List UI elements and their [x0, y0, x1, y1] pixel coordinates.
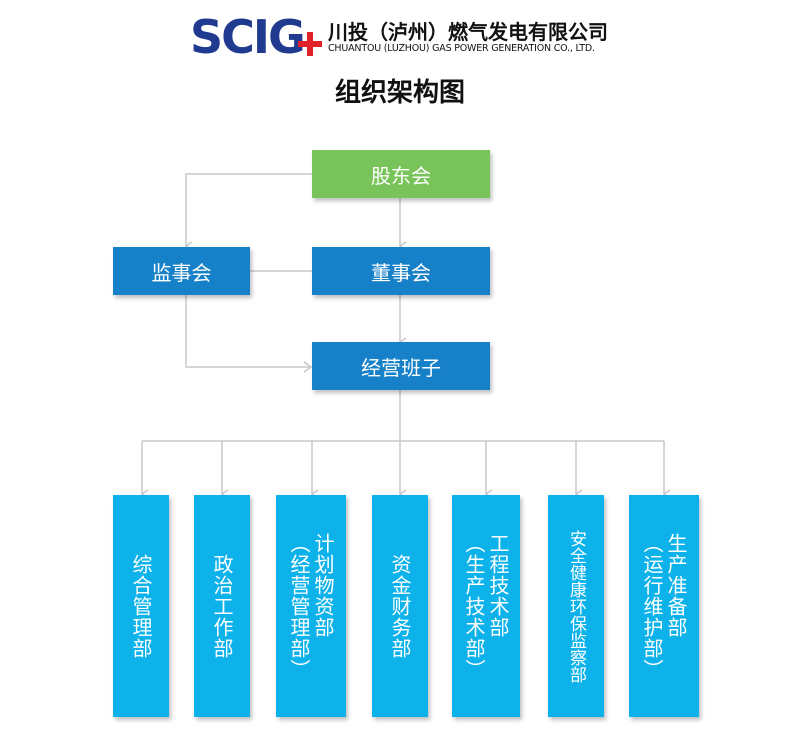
node-management: 经营班子	[312, 342, 490, 390]
logo-cross-icon	[298, 32, 322, 56]
dept-label: 政治工作部	[210, 553, 234, 659]
company-name-en: CHUANTOU (LUZHOU) GAS POWER GENERATION C…	[328, 43, 595, 54]
dept-label: 计划物资部 （经营管理部）	[287, 532, 335, 680]
dept-label: 工程技术部 （生产技术部）	[462, 532, 510, 680]
dept-general-management: 综合管理部	[113, 495, 169, 717]
node-supervisors-label: 监事会	[151, 260, 212, 285]
dept-label: 综合管理部	[129, 553, 153, 659]
arrow-supervisors-management	[303, 361, 313, 373]
node-shareholders: 股东会	[312, 150, 490, 198]
dept-finance: 资金财务部	[372, 495, 428, 717]
dept-production-preparation: 生产准备部 （运行维护部）	[629, 495, 699, 717]
dept-safety-health-environment: 安全健康环保监察部	[548, 495, 604, 717]
line-supervisors-management	[185, 295, 310, 368]
node-shareholders-label: 股东会	[371, 163, 431, 188]
dept-label: 安全健康环保监察部	[566, 529, 586, 683]
logo-text: SCIG	[190, 10, 306, 64]
node-board: 董事会	[312, 247, 490, 295]
dept-label: 生产准备部 （运行维护部）	[640, 532, 688, 680]
page-title: 组织架构图	[334, 78, 465, 108]
dept-engineering-technology: 工程技术部 （生产技术部）	[452, 495, 520, 717]
company-logo: SCIG	[190, 10, 322, 64]
node-supervisors: 监事会	[113, 247, 250, 295]
dept-label: 资金财务部	[388, 553, 412, 659]
node-management-label: 经营班子	[361, 355, 441, 380]
company-name-cn: 川投（泸州）燃气发电有限公司	[328, 20, 608, 44]
node-board-label: 董事会	[371, 260, 431, 285]
line-shareholders-supervisors	[184, 173, 312, 251]
dept-planning-materials: 计划物资部 （经营管理部）	[276, 495, 346, 717]
dept-political-work: 政治工作部	[194, 495, 250, 717]
